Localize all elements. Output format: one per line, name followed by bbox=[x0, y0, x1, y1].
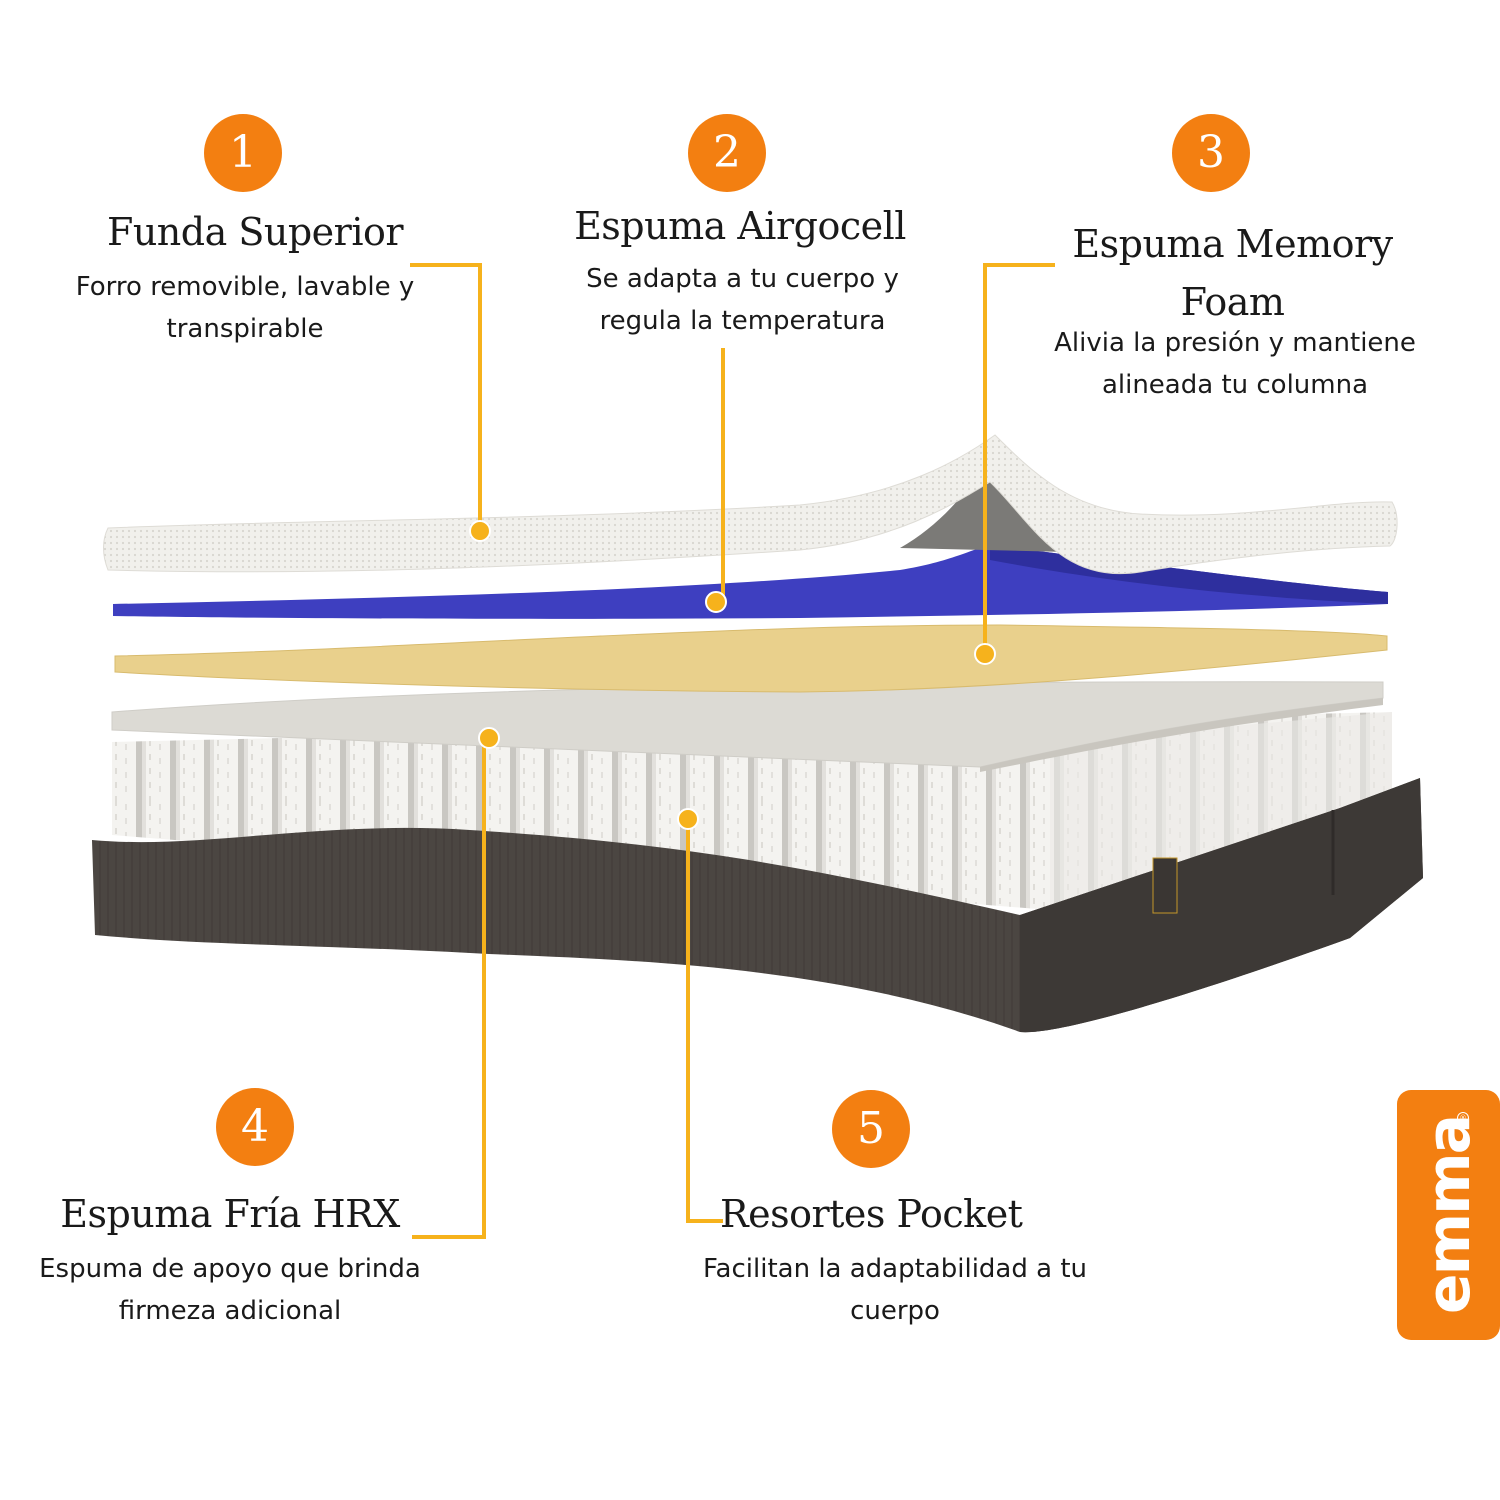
memory-foam-layer bbox=[114, 624, 1388, 693]
registered-mark-icon: ® bbox=[1457, 1112, 1469, 1124]
mattress-base bbox=[92, 778, 1423, 1033]
leader-line-5 bbox=[686, 819, 723, 1223]
layer-3-description: Alivia la presión y mantiene alineada tu… bbox=[1054, 328, 1416, 400]
emma-logo: emma ® bbox=[1397, 1090, 1500, 1340]
leader-dot-2 bbox=[705, 591, 727, 613]
leader-dot-5 bbox=[677, 808, 699, 830]
leader-dots bbox=[469, 520, 996, 830]
layer-1-title: Funda Superior bbox=[106, 210, 404, 254]
logo-wordmark: emma bbox=[1413, 1115, 1484, 1315]
layer-4-description: Espuma de apoyo que brinda firmeza adici… bbox=[39, 1254, 421, 1326]
layer-2-title: Espuma Airgocell bbox=[574, 204, 906, 248]
leader-dot-4 bbox=[478, 727, 500, 749]
leader-lines bbox=[410, 263, 1055, 1239]
badge-1: 1 bbox=[204, 114, 282, 192]
layer-5-description: Facilitan la adaptabilidad a tu cuerpo bbox=[702, 1254, 1087, 1326]
top-cover-layer bbox=[103, 434, 1398, 575]
leader-dot-1 bbox=[469, 520, 491, 542]
badge-2: 2 bbox=[688, 114, 766, 192]
layer-2-description: Se adapta a tu cuerpo y regula la temper… bbox=[586, 264, 899, 336]
layer-3-title: Espuma Memory Foam bbox=[1072, 222, 1393, 324]
layer-5-title: Resortes Pocket bbox=[720, 1192, 1023, 1236]
layer-1-description: Forro removible, lavable y transpirable bbox=[75, 272, 415, 344]
badge-3: 3 bbox=[1172, 114, 1250, 192]
leader-line-1 bbox=[410, 263, 482, 530]
badge-5: 5 bbox=[832, 1090, 910, 1168]
layer-4-title: Espuma Fría HRX bbox=[60, 1192, 400, 1236]
badge-4: 4 bbox=[216, 1088, 294, 1166]
leader-dot-3 bbox=[974, 643, 996, 665]
leader-line-4 bbox=[412, 737, 486, 1239]
leader-line-3 bbox=[983, 263, 1055, 653]
